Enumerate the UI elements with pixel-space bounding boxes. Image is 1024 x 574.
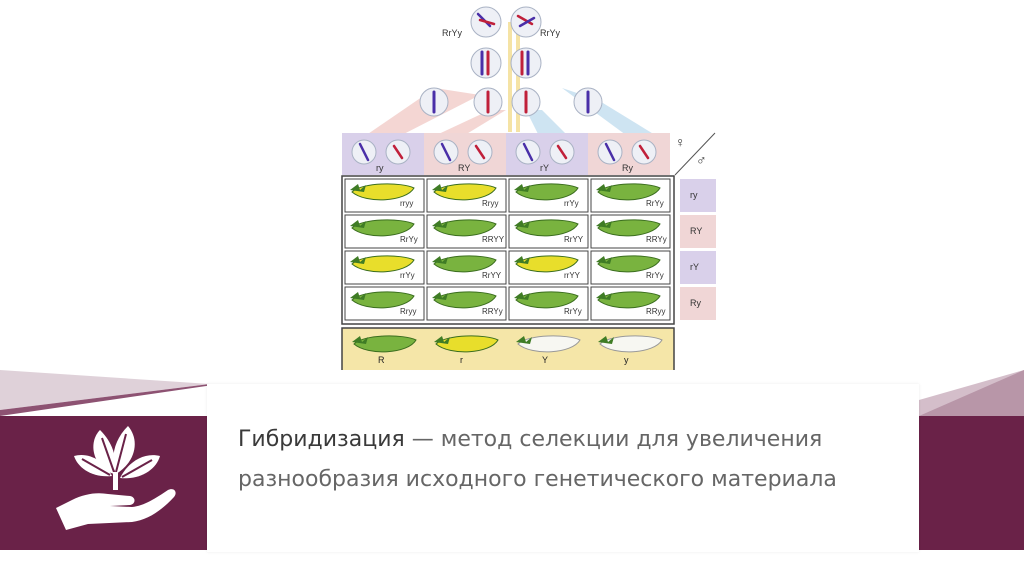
cell-genotype: rrYy: [400, 271, 415, 280]
cell-genotype: RRYy: [482, 307, 503, 316]
meiosis-band: [508, 22, 512, 132]
gamete-label-Ry: Ry: [622, 163, 633, 173]
row-gamete-label: RY: [690, 226, 702, 236]
cell-genotype: RrYY: [482, 271, 501, 280]
cell-genotype: RrYy: [400, 235, 418, 244]
cell-genotype: Rryy: [482, 199, 498, 208]
cell-genotype: rrYy: [564, 199, 579, 208]
cell-genotype: RrYY: [564, 235, 583, 244]
banner-right-panel: [919, 416, 1024, 550]
row-gamete-label: rY: [690, 262, 699, 272]
plant-in-hand-icon: [52, 412, 182, 532]
row-gamete-label: Ry: [690, 298, 701, 308]
cell-genotype: RRYy: [646, 235, 667, 244]
phenotype-label: Y: [542, 355, 548, 365]
definition-term: Гибридизация: [238, 427, 405, 452]
female-symbol: ♀: [675, 134, 686, 150]
row-gamete-label: ry: [690, 190, 698, 200]
phenotype-label: R: [378, 355, 385, 365]
cell-genotype: RrYy: [646, 199, 664, 208]
definition-text: Гибридизация — метод селекции для увелич…: [238, 420, 898, 500]
parent-genotype-male: RrYy: [540, 28, 560, 38]
gamete-label-RY: RY: [458, 163, 470, 173]
gamete-label-rY: rY: [540, 163, 549, 173]
cell-genotype: Rryy: [400, 307, 416, 316]
cell-genotype: rryy: [400, 199, 413, 208]
phenotype-label: y: [624, 355, 629, 365]
cell-genotype: RrYy: [646, 271, 664, 280]
male-symbol: ♂: [696, 152, 707, 168]
cell-genotype: RRYY: [482, 235, 504, 244]
gamete-label-ry: ry: [376, 163, 384, 173]
cell-genotype: RRyy: [646, 307, 666, 316]
row-gamete-box: [680, 179, 716, 212]
phenotype-label: r: [460, 355, 463, 365]
meiosis-cell: [511, 48, 541, 78]
meiosis-cell: [471, 48, 501, 78]
cell-genotype: RrYy: [564, 307, 582, 316]
diagram-graphics: [330, 0, 722, 372]
parent-genotype-female: RrYy: [442, 28, 462, 38]
cell-genotype: rrYY: [564, 271, 580, 280]
